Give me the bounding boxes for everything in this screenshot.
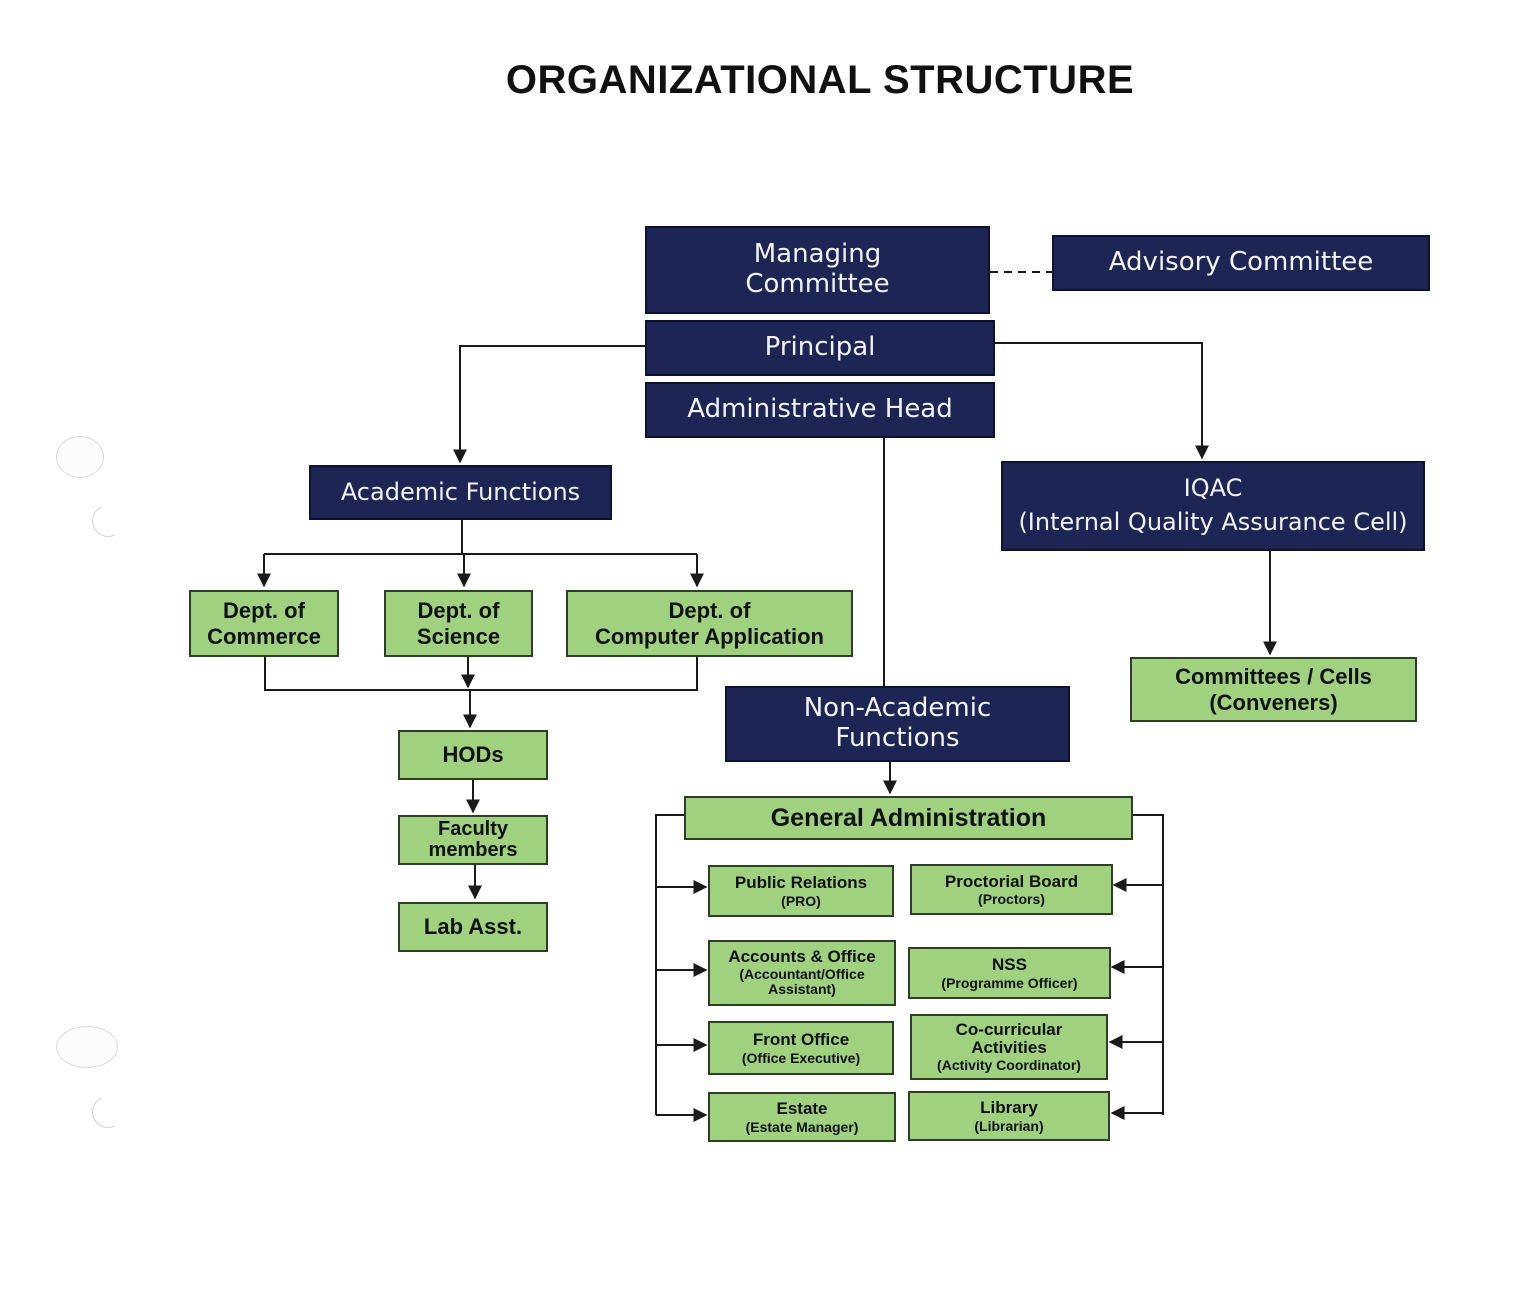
genadmin-left-bracket [655,814,684,1115]
iqac-label: IQAC [1183,474,1243,503]
administrative-head-label: Administrative Head [687,394,953,425]
co-curricular-box: Co-curricular Activities (Activity Coord… [910,1014,1108,1080]
front-office-line2: (Office Executive) [741,1049,861,1066]
principal-box: Principal [645,320,995,376]
advisory-committee-label: Advisory Committee [1108,247,1374,278]
lab-asst-label: Lab Asst. [423,914,523,940]
co-curricular-line2: (Activity Coordinator) [937,1056,1081,1073]
managing-committee-box: Managing Committee [645,226,990,314]
non-academic-functions-box: Non-Academic Functions [725,686,1070,762]
dept-computer-line2: Computer Application [595,623,824,649]
proctorial-line2: (Proctors) [978,891,1045,908]
nss-box: NSS (Programme Officer) [908,947,1111,999]
dept-commerce-line1: Dept. of [223,598,305,624]
managing-committee-line2: Committee [745,269,890,299]
nss-line2: (Programme Officer) [941,974,1078,991]
principal-to-iqac-arrow [995,342,1209,460]
hods-box: HODs [398,730,548,780]
depts-bottom-bar [264,657,698,691]
hods-label: HODs [442,742,504,768]
public-relations-box: Public Relations (PRO) [708,865,894,917]
genadmin-right-bracket [1133,814,1164,1115]
dept-computer-application-box: Dept. of Computer Application [566,590,853,657]
library-box: Library (Librarian) [908,1091,1110,1141]
dept-science-line2: Science [416,623,501,649]
administrative-head-box: Administrative Head [645,382,995,438]
faculty-line2: members [428,839,518,861]
managing-committee-line1: Managing [753,239,882,270]
principal-to-academic-arrow [453,345,645,464]
non-academic-line2: Functions [835,723,960,753]
page-title: ORGANIZATIONAL STRUCTURE [505,58,1135,102]
proctorial-line1: Proctorial Board [944,871,1079,891]
front-office-line1: Front Office [752,1030,850,1050]
academic-functions-label: Academic Functions [340,477,581,506]
dept-commerce-line2: Commerce [207,623,321,649]
committees-line1: Committees / Cells [1175,664,1372,690]
public-relations-line2: (PRO) [781,892,821,909]
lab-asst-box: Lab Asst. [398,902,548,952]
punch-hole-mark [56,1026,118,1068]
proctorial-board-box: Proctorial Board (Proctors) [910,864,1113,915]
advisory-committee-box: Advisory Committee [1052,235,1430,291]
punch-hole-mark [56,436,104,478]
estate-line2: (Estate Manager) [745,1118,859,1135]
estate-line1: Estate [776,1099,828,1119]
iqac-fullname: (Internal Quality Assurance Cell) [1018,508,1408,536]
iqac-box: IQAC (Internal Quality Assurance Cell) [1001,461,1425,551]
general-administration-box: General Administration [684,796,1133,840]
accounts-line1: Accounts & Office [728,947,876,967]
front-office-box: Front Office (Office Executive) [708,1021,894,1075]
estate-box: Estate (Estate Manager) [708,1092,896,1142]
co-curricular-line1b: Activities [971,1038,1047,1058]
faculty-members-box: Faculty members [398,815,548,865]
non-academic-line1: Non-Academic [803,693,992,724]
accounts-office-box: Accounts & Office (Accountant/Office Ass… [708,940,896,1006]
nss-line1: NSS [992,955,1027,975]
dept-science-line1: Dept. of [417,598,500,624]
principal-label: Principal [764,332,876,363]
dept-science-box: Dept. of Science [384,590,533,657]
library-line1: Library [980,1098,1038,1118]
dept-commerce-box: Dept. of Commerce [189,590,339,657]
general-administration-label: General Administration [770,803,1047,832]
public-relations-line1: Public Relations [734,873,868,893]
academic-functions-box: Academic Functions [309,465,612,520]
library-line2: (Librarian) [974,1117,1044,1134]
co-curricular-line1: Co-curricular [955,1019,1063,1039]
dept-computer-line1: Dept. of [668,598,751,624]
accounts-line2: (Accountant/Office Assistant) [739,965,865,998]
committees-cells-box: Committees / Cells (Conveners) [1130,657,1417,722]
faculty-line1: Faculty [437,818,509,840]
committees-line2: (Conveners) [1209,689,1338,715]
